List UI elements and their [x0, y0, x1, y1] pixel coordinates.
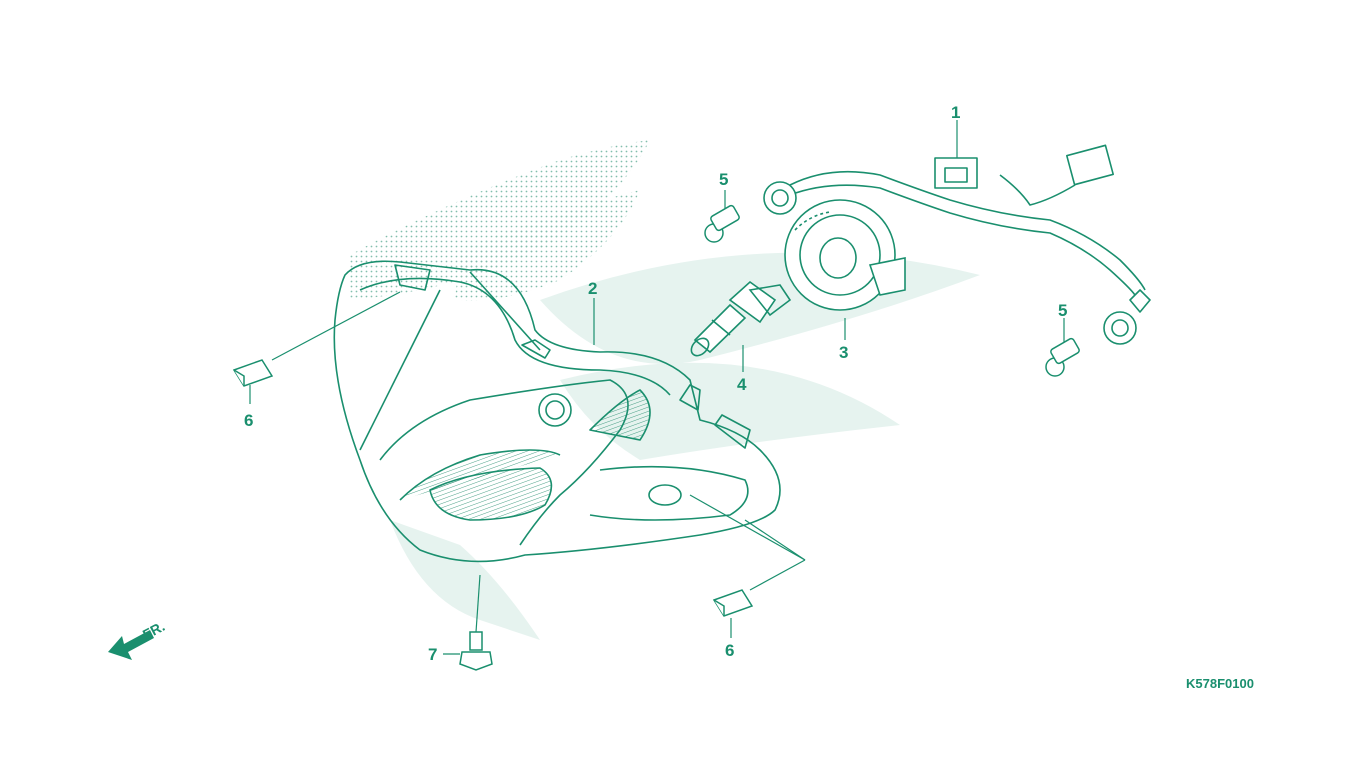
bolt [459, 631, 493, 671]
callout-7: 7 [428, 645, 437, 664]
callout-3: 3 [839, 343, 848, 362]
callout-6-right: 6 [725, 641, 734, 660]
front-arrow: FR. [108, 618, 167, 660]
callout-5-upper: 5 [719, 170, 728, 189]
position-bulb-lower [1045, 337, 1080, 377]
headlight-unit [333, 260, 781, 563]
callout-2: 2 [588, 279, 597, 298]
clip-left [232, 359, 274, 387]
leader-lines [249, 120, 1065, 655]
watermark-logo [390, 252, 980, 640]
headlight-bulb [690, 280, 792, 357]
callout-5-lower: 5 [1058, 301, 1067, 320]
diagram-code: K578F0100 [1186, 676, 1254, 691]
position-bulb-upper [704, 204, 740, 243]
callout-4: 4 [737, 375, 747, 394]
clip-right [712, 589, 754, 617]
callout-6-left: 6 [244, 411, 253, 430]
callout-1: 1 [951, 103, 960, 122]
wire-harness [763, 144, 1151, 345]
wing-dot-pattern [350, 140, 650, 301]
socket-cover [784, 199, 906, 311]
